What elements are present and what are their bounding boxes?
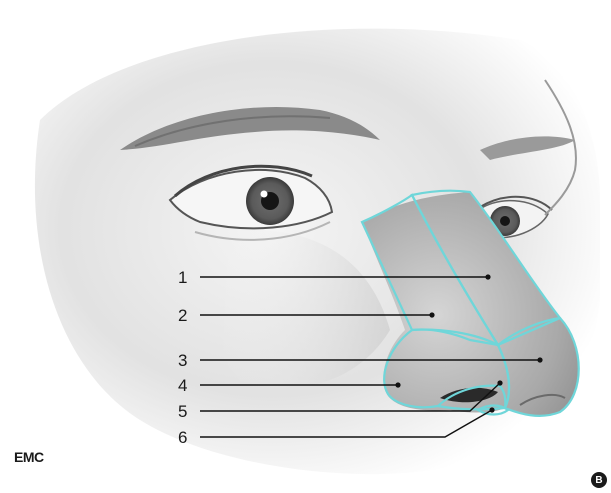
label-number-3: 3	[178, 351, 187, 370]
leader-dot-5	[497, 380, 502, 385]
label-number-2: 2	[178, 306, 187, 325]
panel-badge: B	[591, 472, 607, 488]
leader-dot-3	[537, 357, 542, 362]
source-mark: EMC	[14, 449, 44, 465]
leader-dot-4	[395, 382, 400, 387]
leader-dot-2	[429, 312, 434, 317]
leader-dot-1	[485, 274, 490, 279]
label-number-4: 4	[178, 376, 187, 395]
label-number-1: 1	[178, 268, 187, 287]
label-number-6: 6	[178, 428, 187, 447]
label-number-5: 5	[178, 402, 187, 421]
leader-dot-6	[489, 407, 494, 412]
